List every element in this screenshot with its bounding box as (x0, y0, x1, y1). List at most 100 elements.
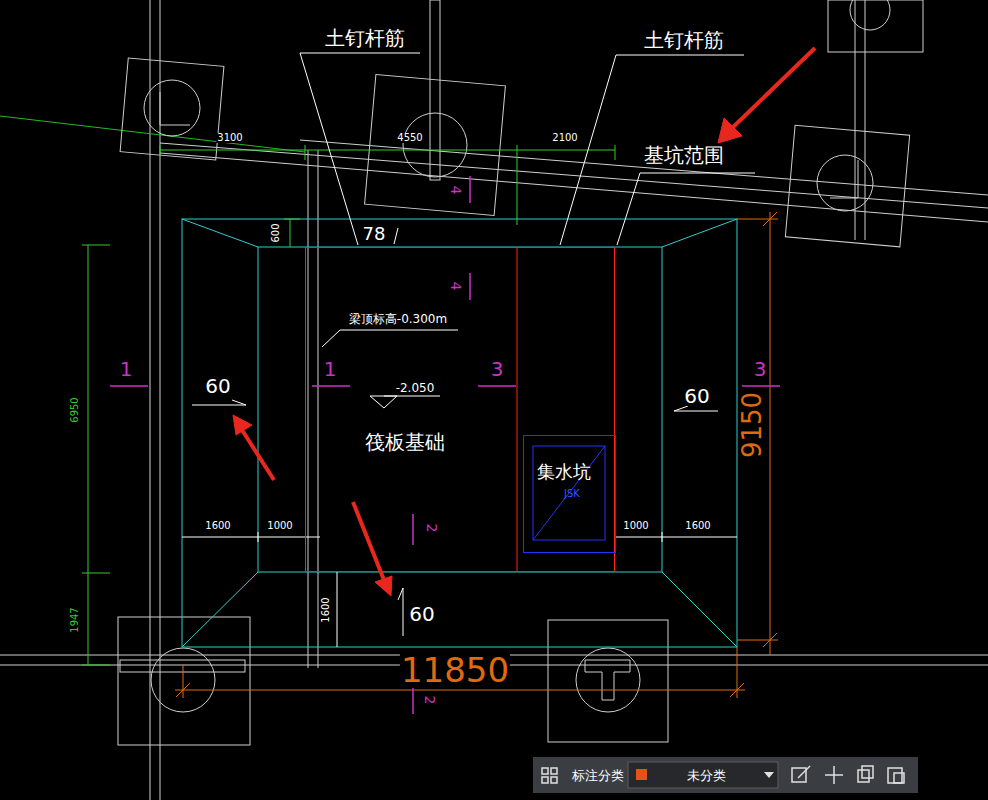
leader-line (192, 405, 246, 406)
dimension-line (175, 690, 745, 691)
toolbar (542, 768, 548, 774)
column-outline (576, 648, 640, 712)
section-number: 2 (423, 695, 437, 706)
leader-line (300, 53, 420, 245)
raft-outline (517, 247, 518, 572)
toolbar (551, 777, 557, 783)
toolbar (764, 772, 774, 778)
dimension-line (82, 145, 615, 665)
dimension-line (258, 532, 259, 542)
dimension-text: 4550 (396, 133, 423, 143)
dimension-line (160, 150, 615, 151)
section-number: 2 (425, 523, 439, 534)
dimension-line (160, 145, 161, 156)
dimension-text: 600 (271, 222, 281, 243)
green-axis (0, 116, 305, 152)
leader-line (674, 406, 688, 411)
dimension-line (82, 245, 110, 246)
grid-line (160, 153, 988, 222)
dimension-text: 1600 (684, 521, 711, 531)
column-outline (144, 80, 200, 136)
grid-line (150, 0, 151, 800)
pit-slope (662, 572, 737, 647)
annotation-arrow (233, 415, 252, 435)
column-outline (585, 660, 630, 700)
section-number: 3 (490, 359, 505, 379)
pit-slope (182, 219, 737, 647)
dimension-line (182, 537, 320, 538)
elevation-text: 梁顶标高-0.300m (348, 313, 448, 325)
dimension-line (770, 212, 771, 655)
dropdown-value: 未分类 (686, 769, 727, 782)
section-number: 4 (449, 281, 463, 292)
dimension-line (290, 219, 291, 247)
dimension-line (82, 573, 110, 574)
toolbar (894, 773, 904, 783)
dimension-text: 1600 (321, 596, 331, 623)
dimension-text: 1000 (622, 521, 649, 531)
leader-line (370, 396, 397, 408)
leader-line (560, 55, 744, 245)
annotation-arrow (242, 430, 274, 480)
leader-line (398, 588, 403, 600)
node-title: 集水坑 (537, 463, 591, 481)
node-text: JSK (564, 489, 580, 499)
column-outline (403, 113, 467, 177)
column-outline (430, 0, 440, 180)
annotation-arrow (375, 576, 392, 596)
toolbar (533, 757, 918, 793)
slope-text: 78 (362, 225, 387, 243)
callout-text: 土钉杆筋 (643, 30, 725, 50)
slope-text: 60 (683, 386, 710, 406)
raft-foundation: -2.050筏板基础集水坑JSK (305, 247, 615, 572)
node-text: 筏板基础 (365, 432, 445, 452)
toolbar (858, 770, 869, 782)
column-outline (151, 648, 215, 712)
green-axis (0, 116, 305, 152)
leader-line (394, 228, 398, 244)
toolbar (636, 769, 647, 780)
section-mark (469, 176, 471, 203)
section-number: 4 (449, 185, 463, 196)
leader-line (192, 53, 755, 636)
dimension-line (337, 572, 338, 647)
leader-line (403, 588, 404, 636)
toolbar (551, 768, 557, 774)
raft-outline (517, 247, 518, 572)
annotation-arrow (718, 118, 742, 143)
dimension-text: 11850 (400, 653, 510, 687)
dimension-text: 6950 (70, 396, 80, 423)
grid-line (318, 150, 319, 668)
dimension-line (615, 537, 737, 538)
pit-slope (182, 219, 258, 247)
section-number: 1 (119, 359, 134, 379)
column-outline (118, 0, 923, 745)
slope-text: 60 (408, 604, 435, 624)
pit-slope (182, 219, 737, 647)
column-outline (365, 75, 506, 216)
column-outline (118, 617, 250, 745)
dimension-line (615, 145, 616, 160)
dimension-text: 9150 (739, 391, 765, 459)
column-outline (785, 125, 909, 247)
toolbar (825, 774, 843, 776)
dimension-line (284, 219, 300, 220)
pit-slope (258, 247, 662, 572)
sump-outline (533, 446, 605, 540)
grid-line (308, 150, 309, 668)
dimension-line (737, 640, 778, 641)
toolbar (542, 766, 904, 784)
toolbar (542, 777, 548, 783)
dimension-line (763, 633, 777, 647)
dimension-text: 1600 (204, 521, 231, 531)
dimension-text: 3100 (216, 133, 243, 143)
leader-line (322, 330, 458, 347)
section-mark (412, 688, 414, 714)
toolbar-label: 标注分类 (571, 769, 625, 782)
toolbar (533, 757, 918, 793)
dimension-line (183, 665, 184, 698)
toolbar (888, 768, 902, 783)
grid-line (855, 0, 856, 240)
slope-text: 60 (204, 376, 231, 396)
